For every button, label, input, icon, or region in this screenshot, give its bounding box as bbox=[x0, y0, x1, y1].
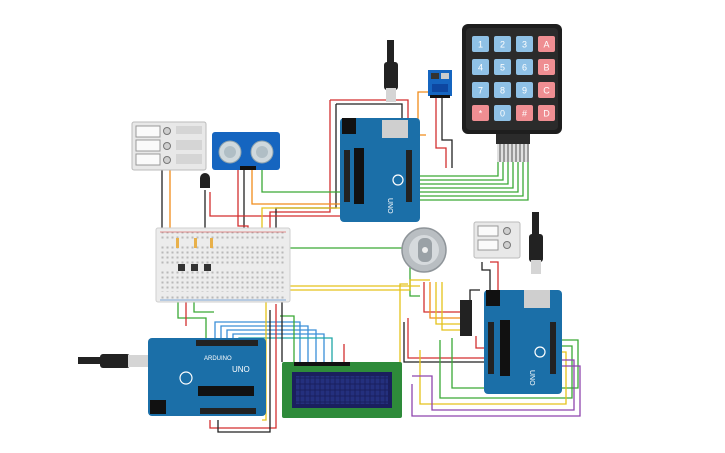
pushbutton-2 bbox=[191, 264, 198, 271]
keypad-key bbox=[472, 36, 489, 52]
arduino-bottom-logo: ARDUINO bbox=[204, 356, 232, 362]
keypad-key bbox=[516, 105, 533, 121]
keypad-key-label: 2 bbox=[500, 40, 505, 50]
keypad-key-label: 5 bbox=[500, 63, 505, 73]
keypad-key-label: * bbox=[479, 109, 483, 119]
keypad-key-label: A bbox=[543, 40, 549, 50]
keypad-key-label: D bbox=[543, 109, 550, 119]
keypad-key bbox=[516, 36, 533, 52]
pushbutton-1 bbox=[178, 264, 185, 271]
arduino-right-model: UNO bbox=[528, 370, 535, 386]
arduino-bottom: ARDUINO UNO bbox=[78, 338, 266, 416]
power-supply-left bbox=[131, 121, 207, 171]
keypad-key bbox=[494, 105, 511, 121]
dc-motor bbox=[401, 227, 447, 273]
keypad-key bbox=[516, 82, 533, 98]
resistor-2 bbox=[194, 238, 197, 248]
breadboard bbox=[155, 227, 291, 303]
keypad-keys: 1 2 3 A 4 5 6 B 7 8 9 C * 0 # D bbox=[472, 36, 555, 121]
keypad-key-label: 7 bbox=[478, 86, 483, 96]
keypad-key bbox=[472, 59, 489, 75]
keypad-key-label: C bbox=[543, 86, 550, 96]
keypad-key bbox=[538, 105, 555, 121]
keypad-key-label: 1 bbox=[478, 40, 483, 50]
power-supply-right bbox=[473, 221, 521, 259]
resistor-1 bbox=[176, 238, 179, 248]
keypad-key-label: 6 bbox=[522, 63, 527, 73]
keypad-key-label: B bbox=[543, 63, 549, 73]
keypad-key bbox=[538, 82, 555, 98]
keypad-key bbox=[538, 59, 555, 75]
keypad-key bbox=[494, 59, 511, 75]
keypad-key-label: 3 bbox=[522, 40, 527, 50]
keypad-pins bbox=[497, 144, 529, 162]
keypad-key-label: # bbox=[522, 109, 527, 119]
keypad-key-label: 8 bbox=[500, 86, 505, 96]
resistor-3 bbox=[210, 238, 213, 248]
arduino-right: UNO bbox=[484, 212, 562, 394]
pushbutton-3 bbox=[204, 264, 211, 271]
keypad-key bbox=[538, 36, 555, 52]
keypad-key bbox=[472, 105, 489, 121]
keypad: 1 2 3 A 4 5 6 B 7 8 9 C * 0 # D bbox=[462, 24, 562, 162]
lcd-display bbox=[282, 362, 402, 418]
wifi-module bbox=[428, 70, 452, 98]
arduino-bottom-board bbox=[148, 338, 266, 416]
ultrasonic-sensor bbox=[212, 132, 280, 170]
keypad-key bbox=[494, 82, 511, 98]
arduino-top: UNO bbox=[340, 40, 420, 222]
keypad-ribbon bbox=[496, 134, 530, 144]
keypad-key bbox=[494, 36, 511, 52]
arduino-top-model: UNO bbox=[386, 198, 393, 214]
keypad-key bbox=[472, 82, 489, 98]
motor-driver-ic bbox=[460, 300, 472, 336]
keypad-key-label: 4 bbox=[478, 63, 483, 73]
usb-cable-bottom bbox=[78, 357, 106, 364]
usb-cable bbox=[387, 40, 394, 66]
temperature-sensor bbox=[200, 173, 210, 188]
keypad-key bbox=[516, 59, 533, 75]
arduino-bottom-model: UNO bbox=[232, 365, 250, 374]
keypad-key-label: 0 bbox=[500, 109, 505, 119]
keypad-key-label: 9 bbox=[522, 86, 527, 96]
